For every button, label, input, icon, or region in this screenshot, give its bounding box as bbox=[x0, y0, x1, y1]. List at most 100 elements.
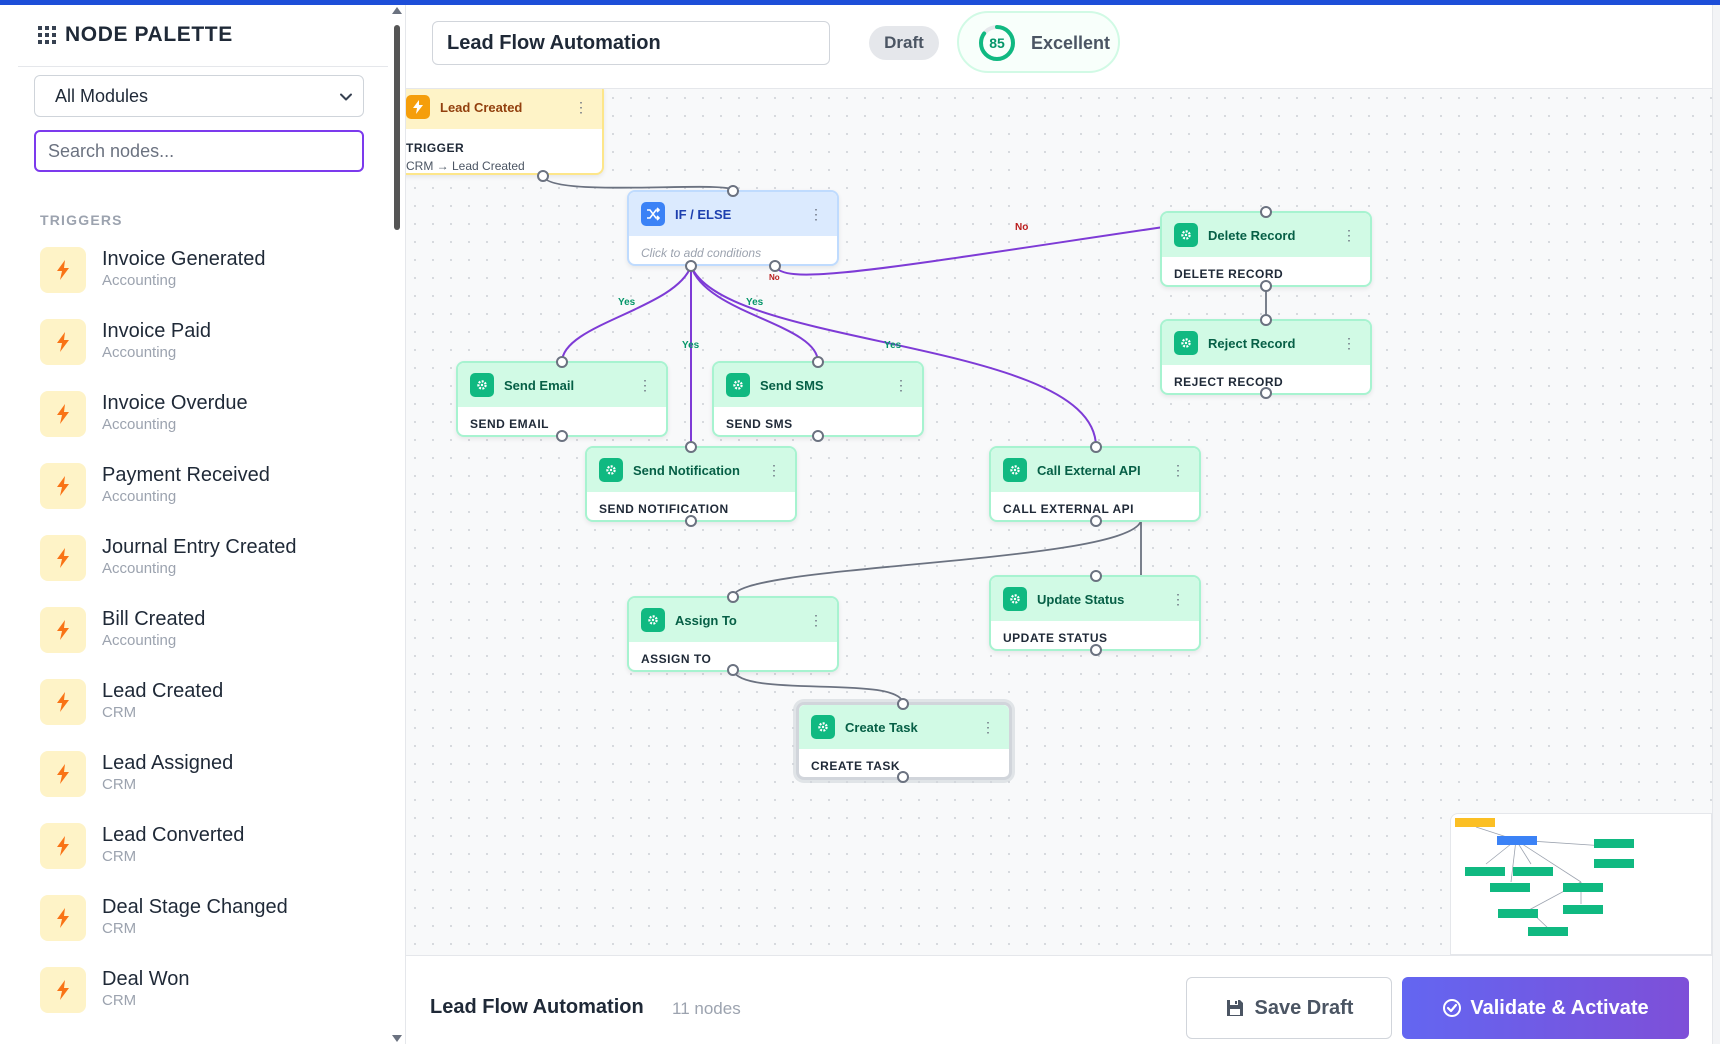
node-call-external-api[interactable]: Call External API ⋮ CALL EXTERNAL API bbox=[989, 446, 1201, 522]
node-input-port[interactable] bbox=[727, 591, 739, 603]
trigger-module: CRM bbox=[102, 848, 137, 865]
workflow-canvas[interactable]: Yes Yes Yes Yes No No Lead Created ⋮ TRI… bbox=[406, 89, 1712, 955]
node-type-label: REJECT RECORD bbox=[1174, 375, 1284, 389]
node-create-task[interactable]: Create Task ⋮ CREATE TASK bbox=[796, 702, 1012, 780]
node-assign-to[interactable]: Assign To ⋮ ASSIGN TO bbox=[627, 596, 839, 672]
node-output-port[interactable] bbox=[685, 515, 697, 527]
edge-yes-send-email[interactable] bbox=[561, 265, 692, 363]
node-title: IF / ELSE bbox=[675, 206, 732, 222]
node-menu-icon[interactable]: ⋮ bbox=[981, 719, 995, 735]
node-input-port[interactable] bbox=[556, 356, 568, 368]
node-no-port[interactable] bbox=[769, 260, 781, 272]
edge-label-no-small: No bbox=[769, 273, 780, 282]
trigger-module: Accounting bbox=[102, 560, 177, 577]
node-input-port[interactable] bbox=[812, 356, 824, 368]
edge-api-to-assign[interactable] bbox=[732, 520, 1142, 598]
node-input-port[interactable] bbox=[1260, 206, 1272, 218]
validate-activate-button[interactable]: Validate & Activate bbox=[1402, 977, 1689, 1039]
trigger-name: Lead Converted bbox=[102, 824, 245, 846]
palette-title: NODE PALETTE bbox=[65, 23, 233, 46]
node-output-port[interactable] bbox=[556, 430, 568, 442]
edge-assign-to-task[interactable] bbox=[732, 669, 904, 705]
scroll-thumb[interactable] bbox=[394, 25, 400, 230]
node-menu-icon[interactable]: ⋮ bbox=[809, 206, 823, 222]
right-panel-edge bbox=[1712, 5, 1720, 1044]
footer-workflow-name: Lead Flow Automation bbox=[430, 996, 644, 1018]
node-output-port[interactable] bbox=[537, 170, 549, 182]
node-input-port[interactable] bbox=[1090, 570, 1102, 582]
trigger-name: Deal Stage Changed bbox=[102, 896, 288, 918]
node-delete-record[interactable]: Delete Record ⋮ DELETE RECORD bbox=[1160, 211, 1372, 287]
search-nodes-input[interactable] bbox=[34, 130, 364, 172]
node-menu-icon[interactable]: ⋮ bbox=[1171, 462, 1185, 478]
edge-yes-send-sms[interactable] bbox=[690, 265, 819, 363]
node-menu-icon[interactable]: ⋮ bbox=[638, 377, 652, 393]
node-menu-icon[interactable]: ⋮ bbox=[1171, 591, 1185, 607]
node-output-port[interactable] bbox=[1260, 280, 1272, 292]
node-input-port[interactable] bbox=[1090, 441, 1102, 453]
module-filter-select[interactable]: All Modules bbox=[34, 75, 364, 117]
edge-no-delete-record[interactable] bbox=[774, 211, 1267, 276]
node-output-port[interactable] bbox=[1090, 515, 1102, 527]
node-input-port[interactable] bbox=[897, 698, 909, 710]
node-menu-icon[interactable]: ⋮ bbox=[767, 462, 781, 478]
node-update-status[interactable]: Update Status ⋮ UPDATE STATUS bbox=[989, 575, 1201, 651]
node-menu-icon[interactable]: ⋮ bbox=[574, 99, 588, 115]
node-input-port[interactable] bbox=[727, 185, 739, 197]
score-ring-icon bbox=[979, 25, 1015, 61]
node-input-port[interactable] bbox=[685, 441, 697, 453]
node-yes-port[interactable] bbox=[685, 260, 697, 272]
node-output-port[interactable] bbox=[812, 430, 824, 442]
node-menu-icon[interactable]: ⋮ bbox=[809, 612, 823, 628]
node-type-label: TRIGGER bbox=[406, 141, 465, 155]
save-draft-label: Save Draft bbox=[1254, 996, 1354, 1019]
node-title: Delete Record bbox=[1208, 227, 1296, 243]
node-if-else[interactable]: IF / ELSE ⋮ Click to add conditions bbox=[627, 190, 839, 266]
node-reject-record[interactable]: Reject Record ⋮ REJECT RECORD bbox=[1160, 319, 1372, 395]
node-menu-icon[interactable]: ⋮ bbox=[1342, 227, 1356, 243]
quality-score-pill[interactable]: 85 Excellent bbox=[957, 11, 1120, 73]
lightning-icon bbox=[40, 607, 86, 653]
lightning-icon bbox=[40, 823, 86, 869]
scroll-up-arrow-icon[interactable] bbox=[391, 5, 403, 15]
node-input-port[interactable] bbox=[1260, 314, 1272, 326]
edge-lead-to-ifelse[interactable] bbox=[542, 175, 734, 192]
edge-yes-call-api[interactable] bbox=[690, 265, 1097, 448]
node-menu-icon[interactable]: ⋮ bbox=[1342, 335, 1356, 351]
save-draft-button[interactable]: Save Draft bbox=[1186, 977, 1392, 1039]
node-send-notification[interactable]: Send Notification ⋮ SEND NOTIFICATION bbox=[585, 446, 797, 522]
edge-layer bbox=[542, 175, 1267, 705]
lightning-icon bbox=[406, 95, 430, 119]
palette-divider bbox=[18, 66, 388, 67]
scroll-down-arrow-icon[interactable] bbox=[391, 1034, 403, 1044]
node-output-port[interactable] bbox=[727, 664, 739, 676]
node-title: Call External API bbox=[1037, 462, 1141, 478]
node-output-port[interactable] bbox=[897, 771, 909, 783]
node-type-label: DELETE RECORD bbox=[1174, 267, 1284, 281]
node-menu-icon[interactable]: ⋮ bbox=[894, 377, 908, 393]
gear-icon bbox=[599, 458, 623, 482]
sidebar-scrollbar[interactable] bbox=[388, 5, 405, 1044]
gear-icon bbox=[470, 373, 494, 397]
node-output-port[interactable] bbox=[1090, 644, 1102, 656]
node-send-email[interactable]: Send Email ⋮ SEND EMAIL bbox=[456, 361, 668, 437]
node-hint: Click to add conditions bbox=[641, 246, 762, 260]
node-palette-sidebar: NODE PALETTE All Modules TRIGGERS Invoic… bbox=[18, 5, 406, 1044]
workflow-name-input[interactable] bbox=[432, 21, 830, 65]
node-output-port[interactable] bbox=[1260, 387, 1272, 399]
minimap[interactable] bbox=[1450, 813, 1712, 955]
node-send-sms[interactable]: Send SMS ⋮ SEND SMS bbox=[712, 361, 924, 437]
